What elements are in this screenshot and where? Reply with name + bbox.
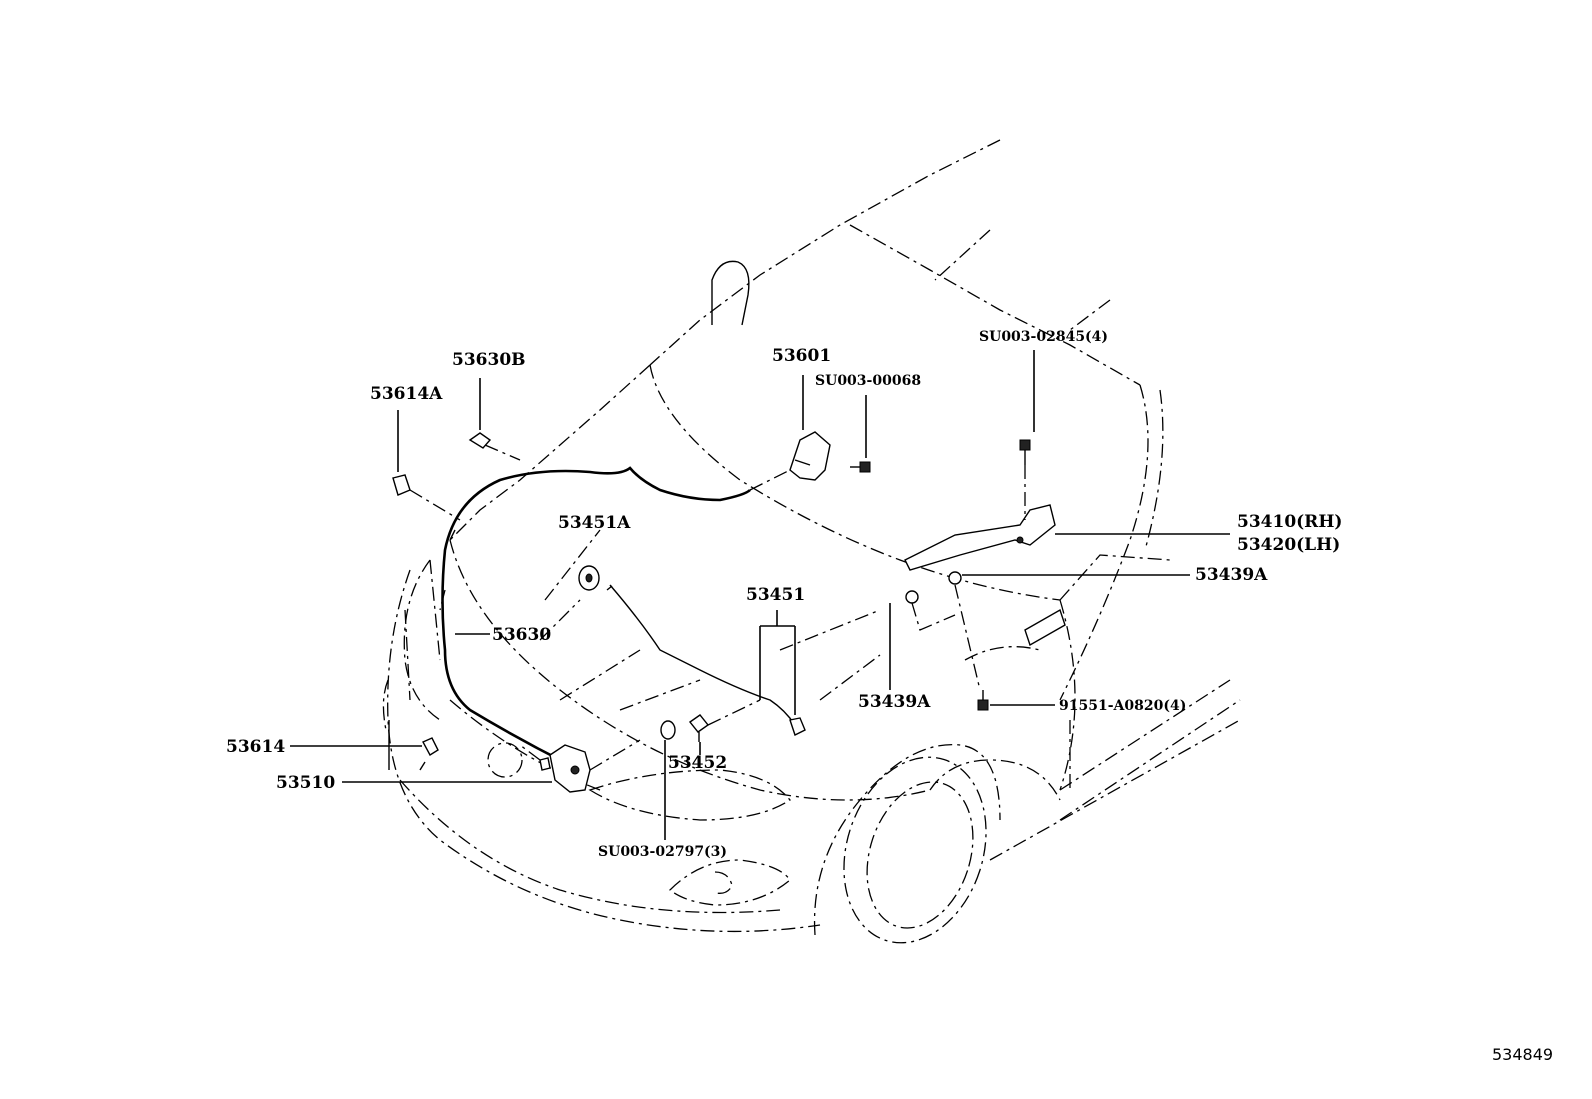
label-lock-bolt: SU003-02797(3) — [598, 844, 727, 860]
leader-lines — [290, 350, 1230, 840]
label-stay-holder: 53452 — [668, 753, 727, 773]
assembly-guides — [409, 444, 1026, 771]
seal-a-right-part — [948, 571, 962, 585]
stay-holder-part — [688, 714, 710, 742]
label-clip-a: 53614A — [370, 384, 443, 404]
label-cushion: 53451 — [746, 585, 805, 605]
cushion-a-part — [578, 565, 600, 591]
secondary-cable — [606, 584, 796, 726]
clip-a-part — [392, 474, 411, 496]
hinge-bolt-lower-part — [977, 690, 989, 711]
car-body-outline — [382, 139, 1241, 944]
release-lever-part — [789, 431, 831, 481]
cushion-part — [789, 717, 806, 736]
label-hinge-bolt: SU003-02845(4) — [979, 329, 1108, 345]
label-release-cable: 53630 — [492, 625, 551, 645]
sheet-number: 534849 — [1492, 1045, 1553, 1064]
hood-hinge-part — [904, 504, 1056, 571]
hood-release-cable — [441, 466, 751, 767]
label-hinge-rh: 53410(RH) — [1237, 512, 1342, 532]
cable-clamp-b-part — [468, 432, 492, 449]
label-release-lever: 53601 — [772, 346, 831, 366]
label-lever-bolt: SU003-00068 — [815, 373, 921, 389]
label-seal-a-left: 53439A — [858, 692, 931, 712]
hinge-bolt-part — [1019, 439, 1031, 465]
label-hinge-lh: 53420(LH) — [1237, 535, 1340, 555]
label-cushion-a: 53451A — [558, 513, 631, 533]
label-clip: 53614 — [226, 737, 285, 757]
label-hinge-bolt-lower: 91551-A0820(4) — [1059, 698, 1186, 714]
lever-bolt-part — [850, 461, 871, 473]
lock-bolt-part — [660, 720, 676, 740]
label-hood-lock: 53510 — [276, 773, 335, 793]
hood-lock-part — [539, 744, 591, 793]
seal-a-left-part — [905, 590, 919, 604]
label-seal-a-right: 53439A — [1195, 565, 1268, 585]
label-cable-clamp-b: 53630B — [452, 350, 526, 370]
clip-part — [419, 737, 439, 771]
callout-labels: SU003-02845(4) 53601 SU003-00068 53630B … — [226, 329, 1342, 860]
